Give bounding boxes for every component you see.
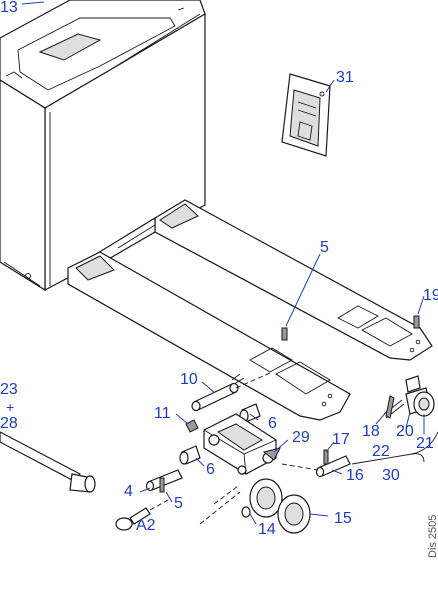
- callout-6-upper: 6: [268, 415, 277, 432]
- callout-21: 21: [416, 435, 434, 452]
- axle-shaft: [191, 371, 273, 412]
- wheel-bracket: [203, 413, 281, 475]
- bolt-a2: [115, 499, 169, 531]
- callout-17: 17: [332, 431, 350, 448]
- callout-30: 30: [382, 467, 400, 484]
- callout-23: 23: [0, 381, 18, 398]
- callout-23-28-separator: +: [6, 399, 14, 415]
- callout-5-top: 5: [320, 239, 329, 256]
- callout-4: 4: [124, 483, 133, 500]
- bracket-brace: [351, 431, 438, 465]
- callout-a2: A2: [136, 517, 156, 534]
- callout-5-lower: 5: [174, 495, 183, 512]
- roll-pin-lower: [159, 477, 165, 493]
- callout-31: 31: [336, 69, 354, 86]
- callout-15: 15: [334, 510, 352, 527]
- callout-16: 16: [346, 467, 364, 484]
- grease-pins: [281, 315, 420, 341]
- label-plate: [281, 73, 331, 157]
- callout-11: 11: [154, 405, 171, 422]
- truck-body-housing: [0, 0, 206, 292]
- push-rod: [0, 431, 96, 493]
- callout-6-lower: 6: [206, 461, 215, 478]
- callout-19: 19: [423, 287, 438, 304]
- callout-18: 18: [362, 423, 380, 440]
- fork-frame: [67, 199, 433, 421]
- callout-20: 20: [396, 423, 414, 440]
- bushings: [179, 403, 261, 465]
- callout-labels: 13 31 5 19 23 + 28 10 11 6 29 17 16 6 4 …: [0, 0, 438, 558]
- callout-22: 22: [372, 443, 390, 460]
- entry-roller-assembly: [383, 375, 435, 419]
- roller-axle: [281, 449, 351, 478]
- callout-10: 10: [180, 371, 198, 388]
- callout-13: 13: [0, 0, 18, 16]
- callout-14: 14: [258, 521, 276, 538]
- callout-28: 28: [0, 415, 18, 432]
- load-rollers: [199, 478, 311, 534]
- drawing-id: Dis 2505: [427, 515, 438, 558]
- callout-29: 29: [292, 429, 310, 446]
- leader-lines: [21, 1, 425, 525]
- grease-nipple: [185, 419, 199, 433]
